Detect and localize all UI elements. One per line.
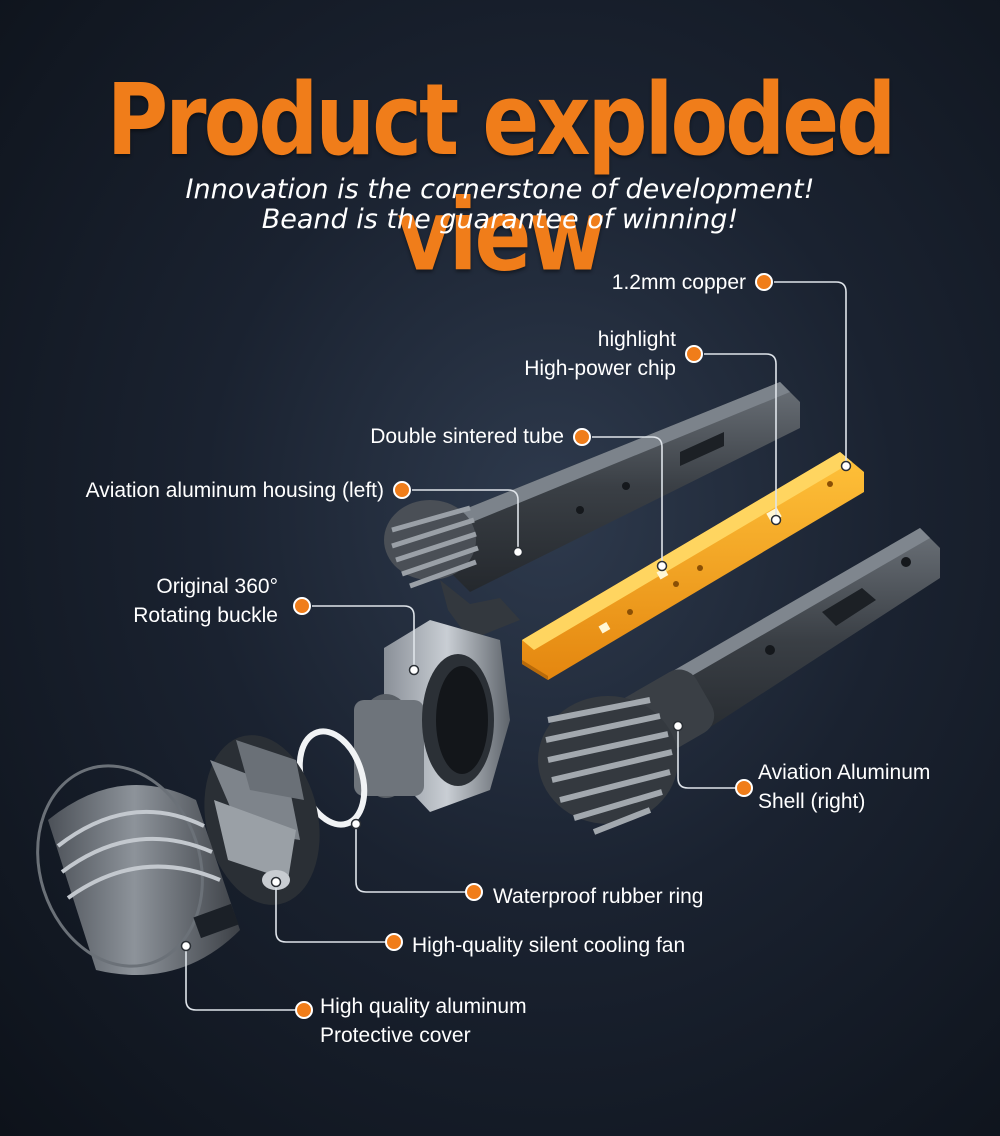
- label-buckle: Original 360° Rotating buckle: [133, 572, 278, 630]
- cooling-fan-part: [204, 735, 320, 905]
- label-tube: Double sintered tube: [370, 425, 564, 448]
- led-chip: [766, 507, 782, 523]
- protective-cover-part: [36, 764, 240, 975]
- leader-lines: [185, 281, 847, 1011]
- label-copper: 1.2mm copper: [611, 271, 746, 294]
- shell-right-heatsink: [538, 696, 678, 835]
- led-chip: [598, 622, 611, 634]
- label-fan: High-quality silent cooling fan: [412, 934, 686, 957]
- label-cover-line-1: High quality aluminum: [320, 995, 527, 1018]
- label-buckle-line-2: Rotating buckle: [133, 604, 278, 627]
- rotating-buckle-part: [354, 620, 510, 812]
- housing-left-part: [384, 382, 800, 640]
- leader-endpoints: [180, 460, 852, 952]
- label-chip-line-2: High-power chip: [524, 357, 676, 380]
- label-cover-line-2: Protective cover: [320, 1024, 471, 1047]
- label-shell-right-line-2: Shell (right): [758, 790, 866, 813]
- label-chip: highlight High-power chip: [524, 325, 676, 383]
- label-rubber-ring: Waterproof rubber ring: [493, 885, 704, 908]
- label-housing-left: Aviation aluminum housing (left): [85, 479, 384, 502]
- subtitle-line-2: Beand is the guarantee of winning!: [261, 204, 739, 235]
- led-chip: [656, 568, 669, 580]
- housing-left-heatsink: [384, 500, 520, 640]
- copper-board: [522, 452, 864, 680]
- label-shell-right-line-1: Aviation Aluminum: [758, 761, 931, 784]
- label-buckle-line-1: Original 360°: [156, 575, 278, 598]
- page-title: Product exploded view: [106, 62, 897, 294]
- label-shell-right: Aviation Aluminum Shell (right): [758, 758, 930, 816]
- label-markers: [293, 273, 773, 1019]
- label-chip-line-1: highlight: [597, 328, 676, 351]
- subtitle-line-1: Innovation is the cornerstone of develop…: [185, 174, 815, 205]
- label-cover: High quality aluminum Protective cover: [320, 992, 527, 1050]
- shell-right-part: [538, 528, 940, 835]
